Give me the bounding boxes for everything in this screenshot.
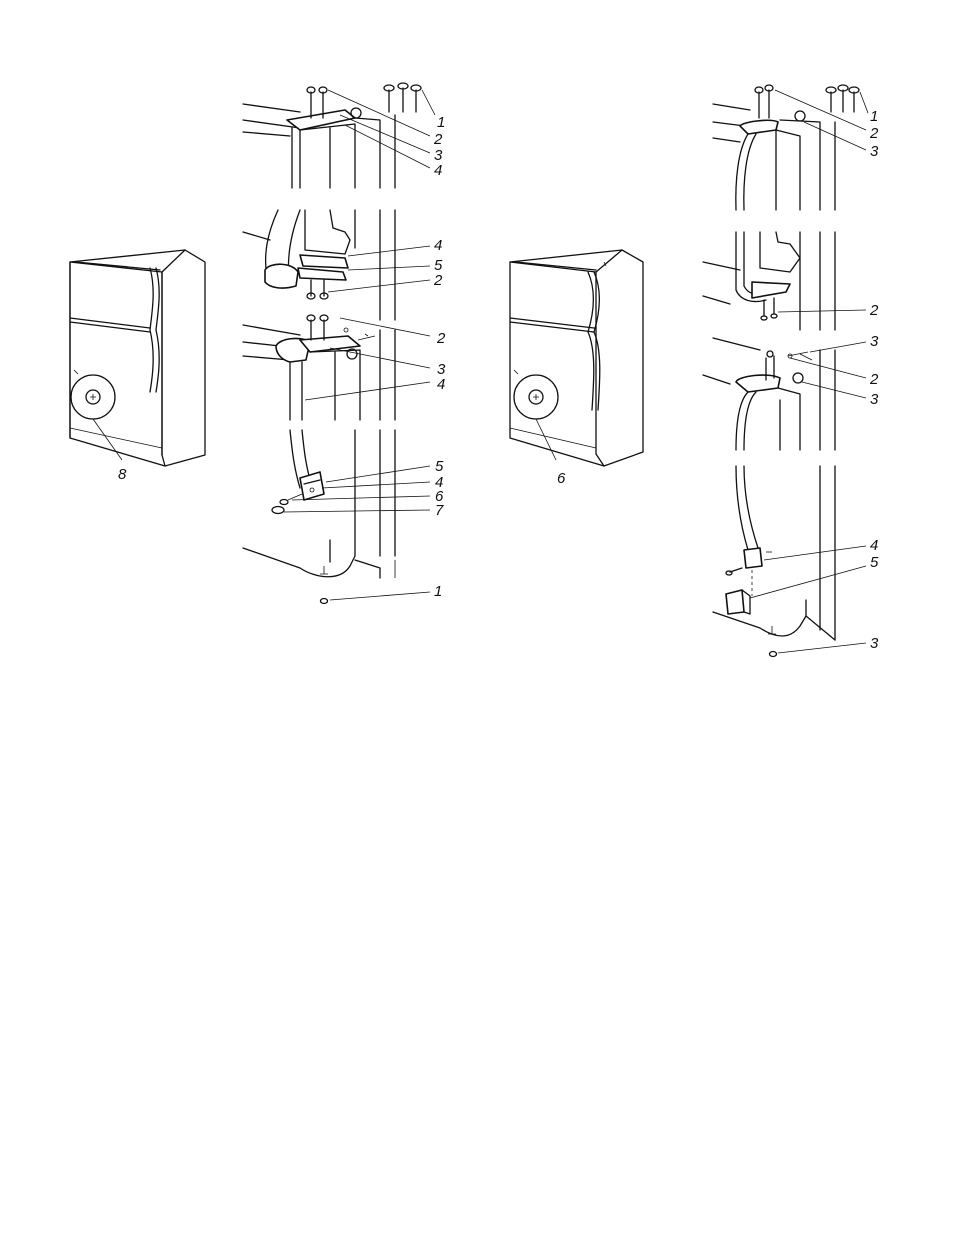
callout-label: 4 bbox=[434, 162, 442, 179]
callout-label: 2 bbox=[869, 371, 879, 388]
right-bottom-hinge-assembly: 4 5 bbox=[726, 466, 879, 640]
right-middle-hinge-upper: 3 2 3 bbox=[703, 333, 879, 450]
callout-label: 1 bbox=[870, 108, 878, 125]
callout-label: 4 bbox=[870, 537, 878, 554]
callout-label: 1 bbox=[437, 114, 445, 131]
callout-label: 4 bbox=[437, 376, 445, 393]
callout-label: 2 bbox=[869, 302, 879, 319]
callout-label: 6 bbox=[557, 470, 566, 487]
left-top-hinge-assembly: 1 2 3 4 bbox=[243, 83, 445, 188]
callout-label: 3 bbox=[870, 635, 879, 652]
callout-label: 2 bbox=[869, 125, 879, 142]
left-bottom-hinge-assembly: 5 4 6 7 bbox=[272, 430, 444, 556]
right-refrigerator-illustration: 6 bbox=[510, 250, 643, 487]
callout-label: 5 bbox=[435, 458, 444, 475]
callout-label: 3 bbox=[870, 391, 879, 408]
right-top-hinge-assembly: 1 2 3 bbox=[713, 85, 879, 210]
callout-label: 5 bbox=[870, 554, 879, 571]
callout-label: 4 bbox=[434, 237, 442, 254]
left-refrigerator-illustration: 8 bbox=[70, 250, 205, 483]
callout-label: 2 bbox=[433, 131, 443, 148]
left-middle-hinge-lower: 4 5 2 bbox=[243, 210, 443, 320]
left-middle-hinge-upper: 2 3 4 bbox=[243, 315, 446, 420]
callout-label: 2 bbox=[436, 330, 446, 347]
left-bottom-cabinet: 1 bbox=[243, 540, 442, 604]
callout-label: 3 bbox=[870, 143, 879, 160]
right-middle-hinge-lower: 2 bbox=[703, 232, 879, 330]
callout-label: 2 bbox=[433, 272, 443, 289]
callout-label: 7 bbox=[435, 502, 444, 519]
callout-label: 8 bbox=[118, 466, 127, 483]
callout-label: 3 bbox=[870, 333, 879, 350]
callout-label: 1 bbox=[434, 583, 442, 600]
